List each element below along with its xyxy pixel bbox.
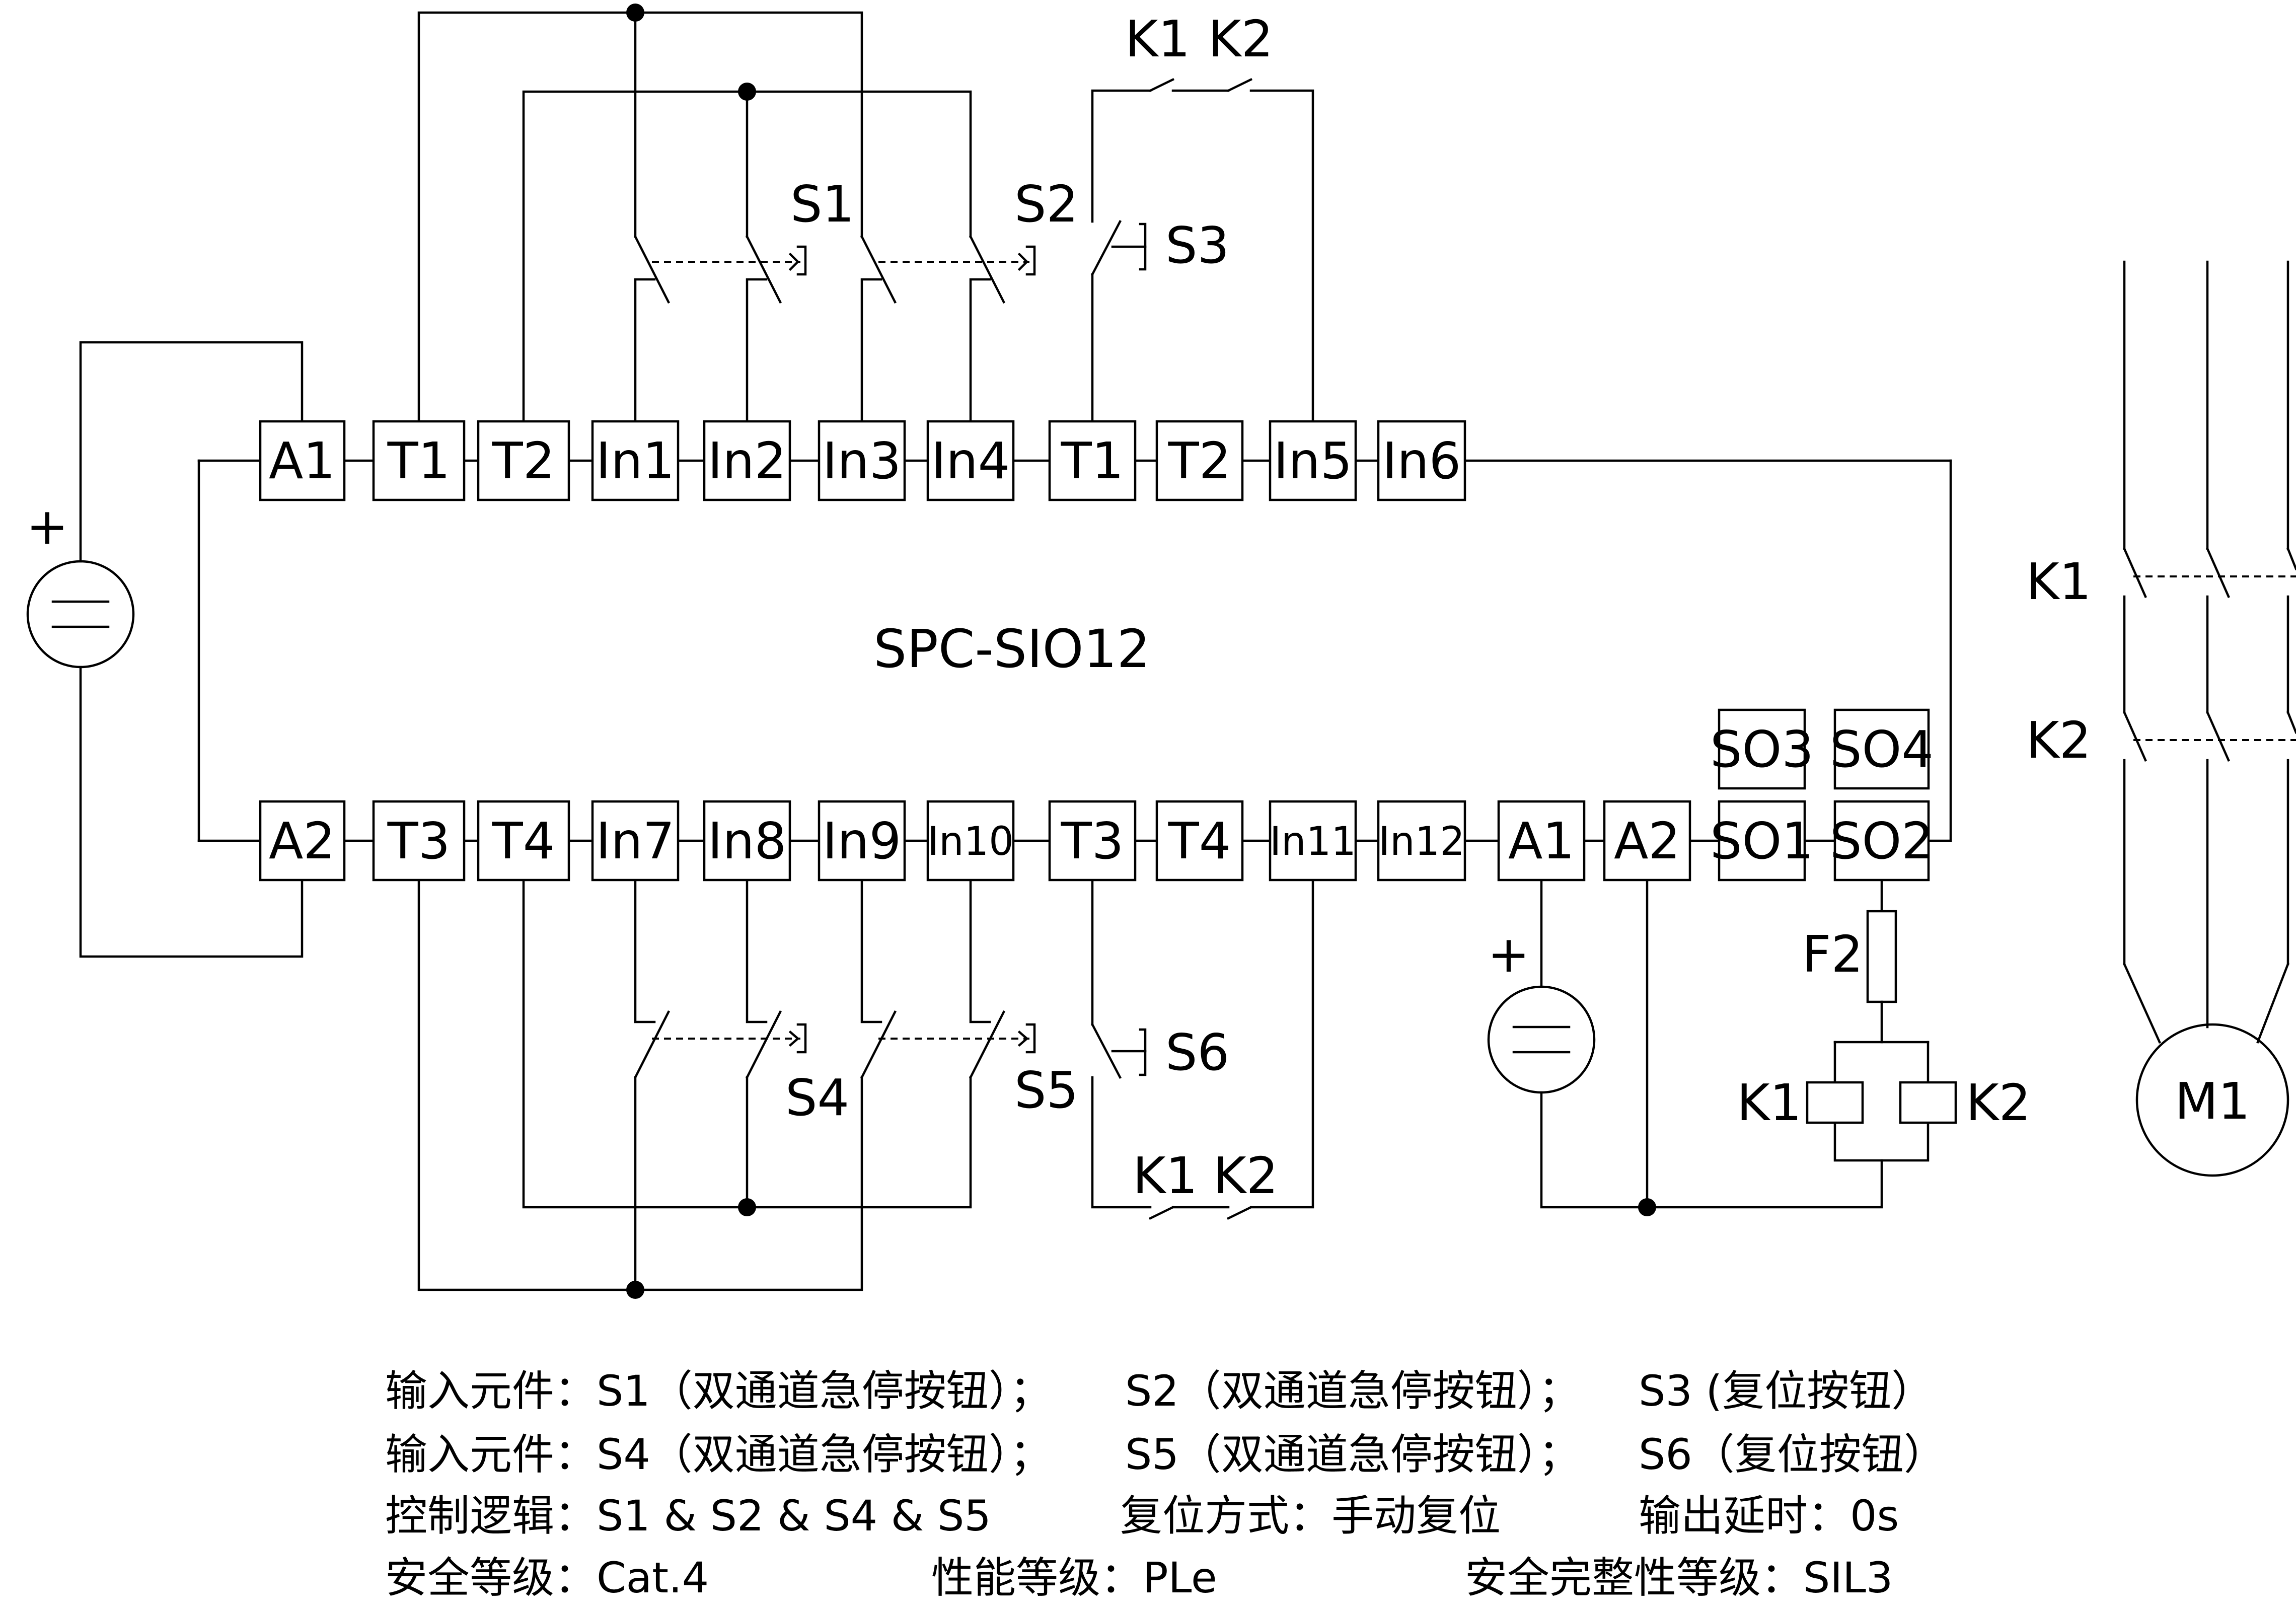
label-k2-top: K2 [1208, 10, 1273, 68]
footer-line3-c: 输出延时：0s [1639, 1491, 1899, 1541]
terminal-so1: SO1 [1710, 812, 1814, 870]
plus-left: + [26, 497, 68, 556]
terminal-t4: T4 [492, 812, 555, 870]
terminal-a2: A2 [269, 812, 335, 870]
label-s1: S1 [790, 175, 854, 234]
footer-line3-b: 复位方式：手动复位 [1120, 1491, 1501, 1541]
footer-line1-c: S3 (复位按钮） [1639, 1366, 1934, 1416]
terminal-t3: T3 [387, 812, 451, 870]
terminal-so2: SO2 [1830, 812, 1934, 870]
terminal-top-a1: A1 [269, 431, 335, 490]
top-terminals: A1 T1 T2 In1 In2 In3 In4 T1 T2 In5 In6 [259, 420, 1466, 501]
label-s6: S6 [1165, 1023, 1229, 1082]
terminal-in3: In3 [823, 431, 902, 490]
footer-line1-b: S2（双通道急停按钮）； [1125, 1366, 1581, 1416]
label-s3: S3 [1165, 216, 1229, 275]
footer-line4-b: 性能等级：PLe [931, 1553, 1217, 1602]
terminal-in7: In7 [596, 812, 675, 870]
footer-line2-a: 输入元件：S4（双通道急停按钮）； [385, 1430, 1052, 1479]
footer-line3-a: 控制逻辑：S1 & S2 & S4 & S5 [385, 1491, 991, 1541]
terminal-t3-second: T3 [1061, 812, 1124, 870]
bottom-wiring: S4 S5 S6 K1 K2 + F2 K1 K2 [417, 863, 2031, 1299]
terminal-in10: In10 [927, 819, 1014, 864]
footer-line2-c: S6（复位按钮） [1639, 1430, 1946, 1479]
module-name: SPC-SIO12 [873, 618, 1150, 680]
terminal-in2: In2 [708, 431, 787, 490]
label-f2: F2 [1802, 925, 1863, 984]
label-k2-bottom: K2 [1213, 1146, 1278, 1205]
footer-line2-b: S5（双通道急停按钮）； [1125, 1430, 1581, 1479]
terminal-in5: In5 [1274, 431, 1353, 490]
label-k1-bottom: K1 [1133, 1146, 1198, 1205]
terminal-in12: In12 [1378, 819, 1465, 864]
terminal-a1-second: A1 [1508, 812, 1575, 870]
terminal-so4: SO4 [1830, 720, 1934, 779]
spec-footer: 输入元件：S1（双通道急停按钮）； S2（双通道急停按钮）； S3 (复位按钮）… [385, 1366, 1946, 1602]
label-s2: S2 [1014, 175, 1078, 234]
terminal-top-t1: T1 [387, 431, 451, 490]
label-k2-motor: K2 [2026, 711, 2091, 770]
label-k1-coil: K1 [1737, 1073, 1802, 1132]
terminal-in4: In4 [931, 431, 1010, 490]
terminal-top-t2: T2 [492, 431, 555, 490]
terminal-t4-second: T4 [1168, 812, 1231, 870]
motor-circuit: K1 K2 M1 [2026, 260, 2296, 1177]
power-supply-left: + [26, 341, 304, 958]
terminal-a2-second: A2 [1614, 812, 1680, 870]
bottom-terminals: A2 T3 T4 In7 In8 In9 In10 T3 T4 In11 In1… [259, 708, 1934, 882]
terminal-in1: In1 [596, 431, 675, 490]
footer-line4-c: 安全完整性等级：SIL3 [1465, 1553, 1893, 1602]
plus-right: + [1488, 925, 1530, 984]
terminal-top-t2-second: T2 [1168, 431, 1231, 490]
label-k2-coil: K2 [1966, 1073, 2031, 1132]
label-k1-motor: K1 [2026, 552, 2091, 611]
top-wiring: S1 S2 S3 K1 K2 [417, 4, 1314, 438]
terminal-in11: In11 [1270, 819, 1356, 864]
label-s4: S4 [785, 1068, 849, 1127]
label-s5: S5 [1014, 1061, 1078, 1120]
terminal-top-t1-second: T1 [1061, 431, 1124, 490]
terminal-in9: In9 [823, 812, 902, 870]
terminal-so3: SO3 [1710, 720, 1814, 779]
footer-line4-a: 安全等级：Cat.4 [385, 1553, 709, 1602]
footer-line1-a: 输入元件：S1（双通道急停按钮）； [385, 1366, 1052, 1416]
label-k1-top: K1 [1125, 10, 1190, 68]
terminal-in6: In6 [1382, 431, 1461, 490]
terminal-in8: In8 [708, 812, 787, 870]
label-m1: M1 [2175, 1072, 2250, 1131]
